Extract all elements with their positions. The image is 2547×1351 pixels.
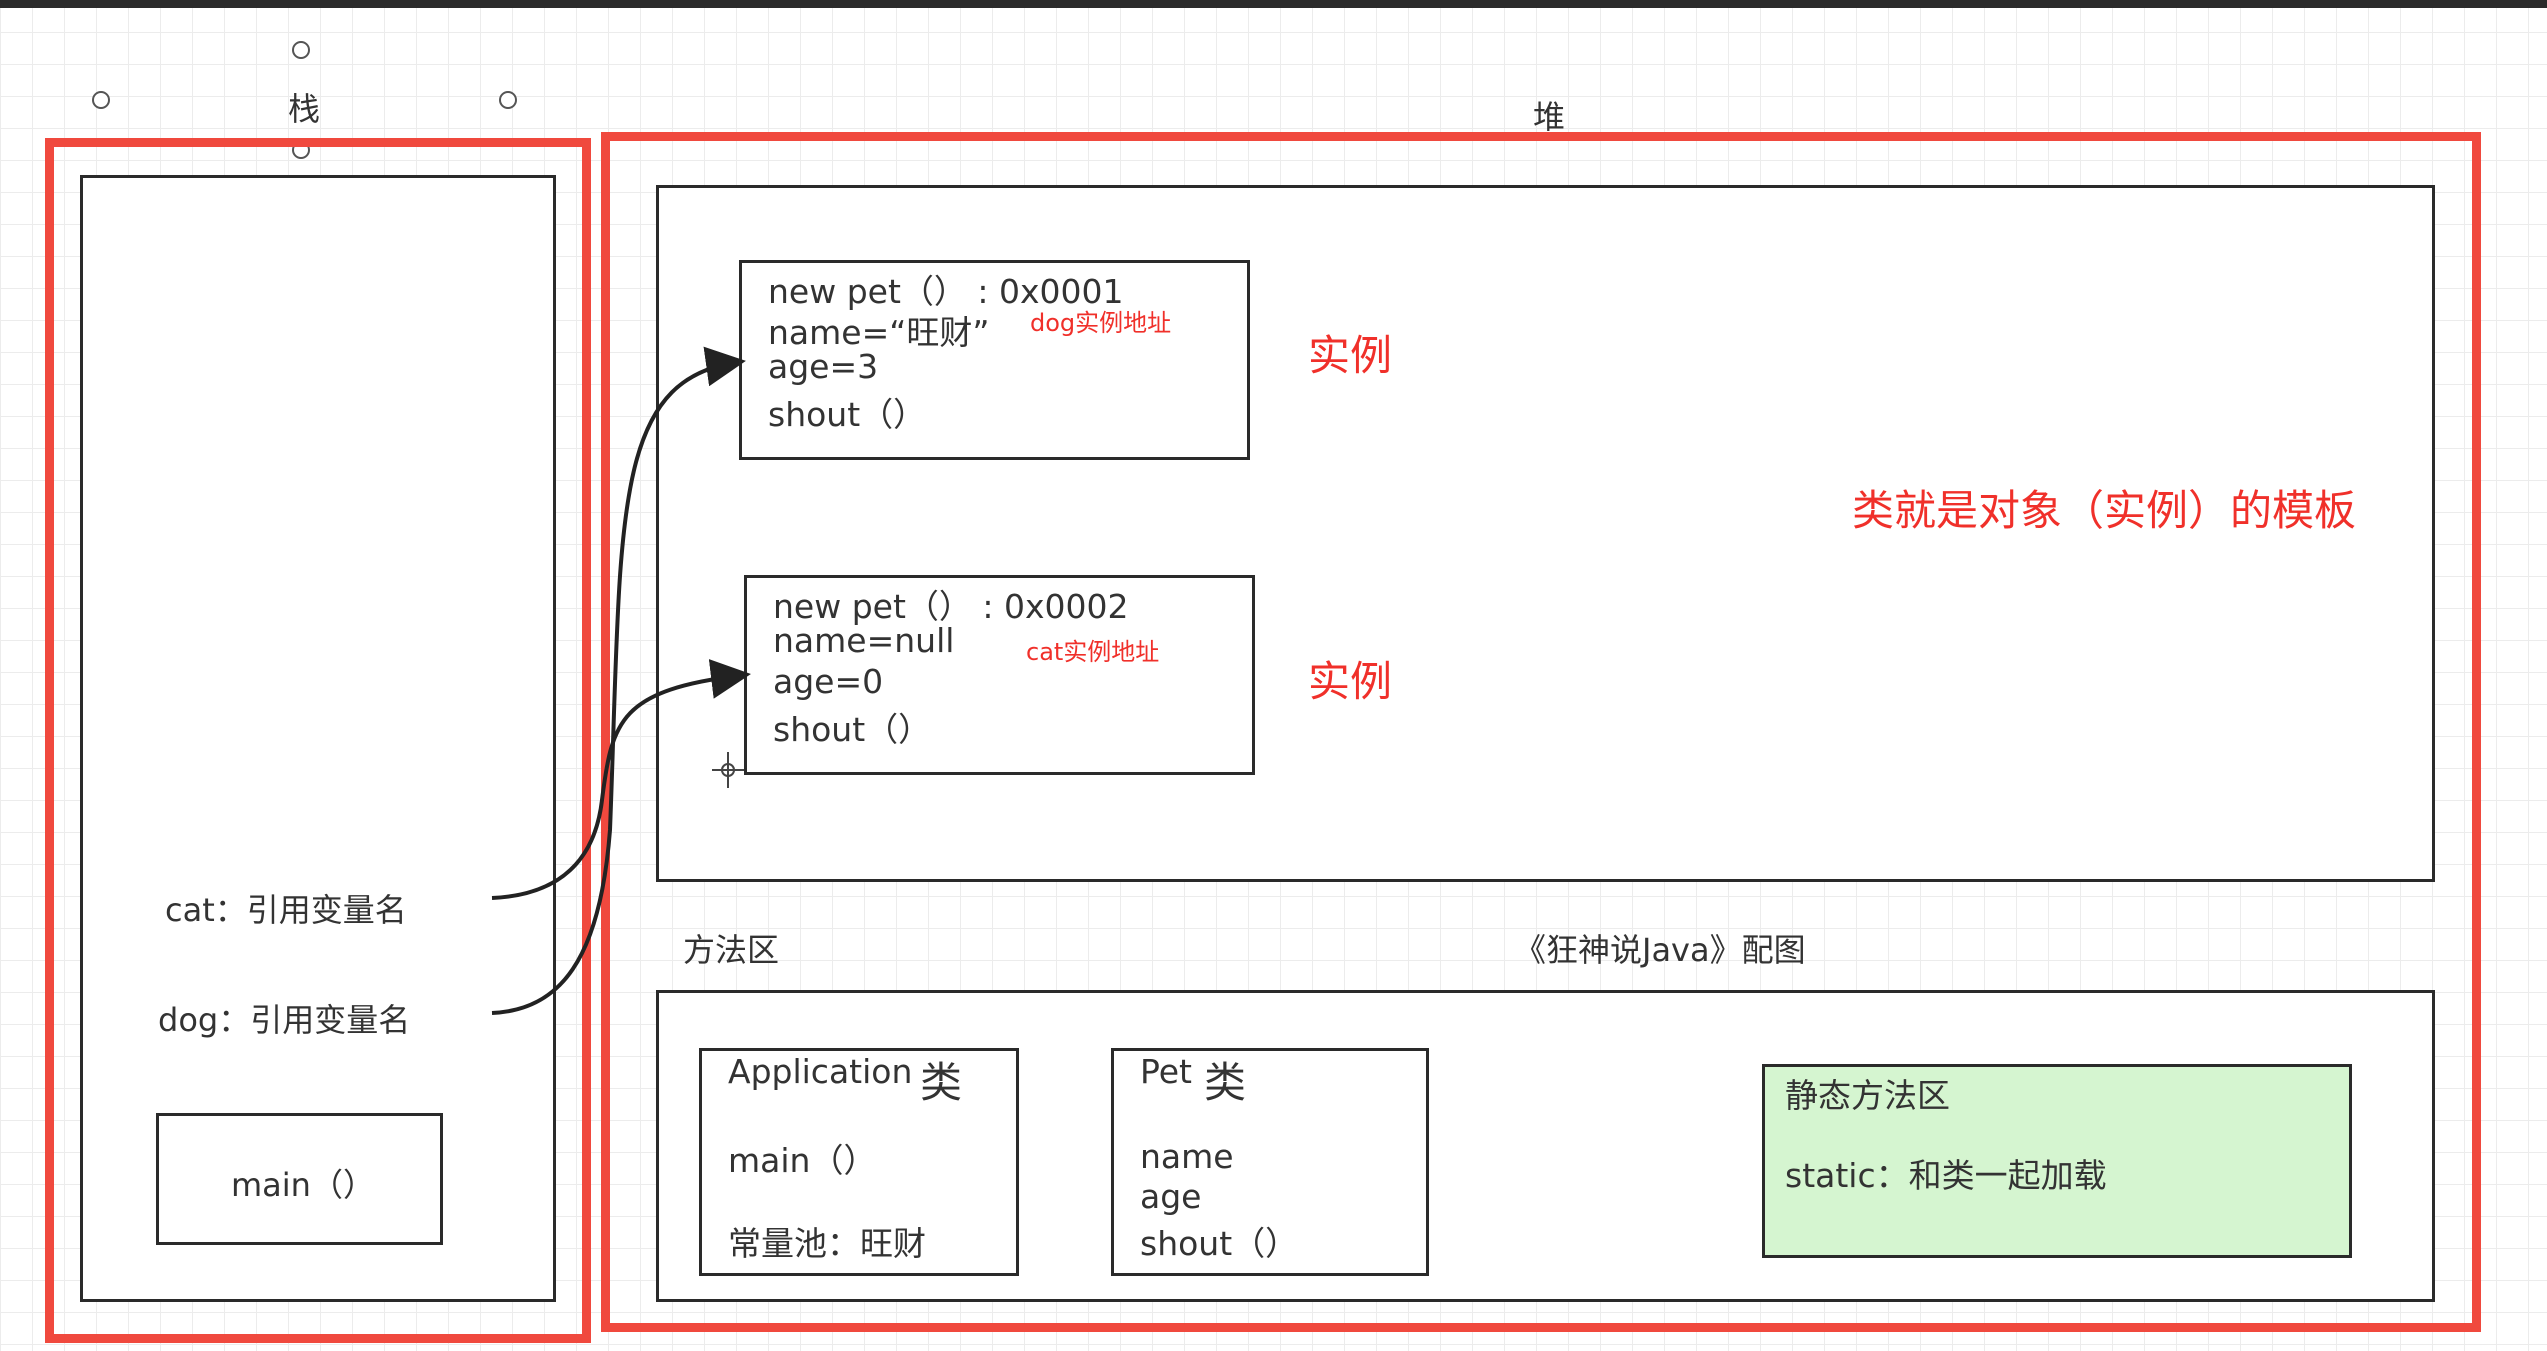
instance-cat-line-4: shout（） — [773, 710, 932, 749]
dog-reference-label[interactable]: dog：引用变量名 — [158, 1001, 411, 1039]
method-area-title[interactable]: 方法区 — [683, 931, 780, 969]
application-class-name: Application — [728, 1052, 913, 1091]
cat-reference-arrow — [491, 659, 751, 900]
pet-field-age: age — [1140, 1177, 1202, 1216]
top-edge-bar — [0, 0, 2547, 8]
pet-class-tag: 类 — [1204, 1058, 1247, 1107]
instance-tag-cat: 实例 — [1308, 657, 1393, 706]
constant-pool-label: 常量池：旺财 — [728, 1224, 926, 1263]
main-frame-label: main（） — [231, 1166, 375, 1204]
instance-box-cat[interactable]: new pet（） : 0x0002 name=null age=0 shout… — [744, 575, 1255, 775]
stack-title[interactable]: 栈 — [288, 90, 321, 128]
pet-class-name: Pet — [1140, 1052, 1192, 1091]
resize-handle-right[interactable] — [499, 91, 517, 109]
static-area-title: 静态方法区 — [1785, 1076, 1950, 1115]
pet-field-name: name — [1140, 1137, 1234, 1176]
instance-dog-line-3: age=3 — [768, 347, 879, 386]
pet-class-box[interactable]: Pet 类 name age shout（） — [1111, 1048, 1429, 1276]
instance-dog-line-2: name=“旺财” — [768, 313, 990, 352]
application-class-tag: 类 — [920, 1058, 963, 1107]
cat-reference-label[interactable]: cat：引用变量名 — [165, 891, 407, 929]
instance-box-dog[interactable]: new pet（） : 0x0001 name=“旺财” age=3 shout… — [739, 260, 1250, 460]
instance-tag-dog: 实例 — [1308, 331, 1393, 380]
pet-method-shout: shout（） — [1140, 1224, 1299, 1263]
dog-reference-arrow — [491, 346, 746, 1015]
application-class-box[interactable]: Application 类 main（） 常量池：旺财 — [699, 1048, 1019, 1276]
cat-address-note: cat实例地址 — [1026, 638, 1160, 666]
heap-title[interactable]: 堆 — [1533, 98, 1566, 136]
instance-cat-line-3: age=0 — [773, 662, 884, 701]
static-area-description: static：和类一起加载 — [1785, 1156, 2107, 1195]
crosshair-cursor-icon — [712, 752, 744, 788]
static-method-area-box[interactable]: 静态方法区 static：和类一起加载 — [1762, 1064, 2352, 1258]
instance-dog-line-4: shout（） — [768, 395, 927, 434]
application-main-method: main（） — [728, 1141, 877, 1180]
resize-handle-top[interactable] — [292, 41, 310, 59]
instance-cat-line-1: new pet（） : 0x0002 — [773, 587, 1129, 626]
resize-handle-left[interactable] — [92, 91, 110, 109]
instance-dog-line-1: new pet（） : 0x0001 — [768, 272, 1124, 311]
stack-red-frame — [45, 138, 591, 1343]
main-frame-box[interactable]: main（） — [156, 1113, 443, 1245]
dog-address-note: dog实例地址 — [1030, 309, 1172, 337]
figure-caption: 《狂神说Java》配图 — [1514, 931, 1806, 969]
heap-red-frame — [601, 132, 2481, 1332]
instance-cat-line-2: name=null — [773, 621, 955, 660]
class-template-note: 类就是对象（实例）的模板 — [1852, 486, 2357, 535]
